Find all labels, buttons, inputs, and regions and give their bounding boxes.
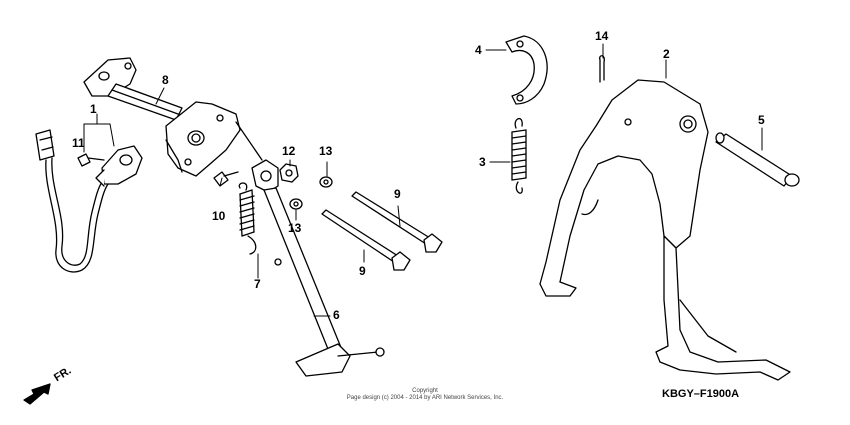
callout-5: 5 xyxy=(758,113,765,127)
part-11-bolt xyxy=(77,153,105,167)
part-13-washer-upper xyxy=(319,176,333,188)
part-1-sidestand-switch xyxy=(35,129,143,273)
part-12-nut xyxy=(279,163,299,183)
part-3-spring xyxy=(511,118,527,194)
part-10-bolt xyxy=(213,171,239,187)
part-5-pivot-pin xyxy=(715,132,800,187)
copyright-line-1: Copyright xyxy=(412,388,438,394)
leader-lines xyxy=(83,43,763,317)
callout-13-upper: 13 xyxy=(319,144,333,158)
callout-8: 8 xyxy=(162,73,169,87)
callout-6: 6 xyxy=(333,308,340,322)
part-4-spring-plate xyxy=(505,35,548,105)
part-2-main-stand xyxy=(539,79,791,381)
part-9-bolt-lower xyxy=(321,209,411,271)
part-7-spring xyxy=(238,182,257,255)
callout-12: 12 xyxy=(282,144,296,158)
figure-code: KBGY–F1900A xyxy=(662,388,740,400)
part-9-bolt-upper xyxy=(351,191,443,253)
callout-2: 2 xyxy=(663,47,670,61)
callout-13-lower: 13 xyxy=(288,221,302,235)
part-13-washer-lower xyxy=(289,198,303,210)
part-14-cotter-pin xyxy=(599,55,605,83)
copyright-notice: Copyright Page design (c) 2004 - 2014 by… xyxy=(0,388,850,402)
front-direction-arrow xyxy=(23,383,51,405)
part-8-pivot-shaft xyxy=(83,57,183,121)
callout-4: 4 xyxy=(475,43,482,57)
callout-9-upper: 9 xyxy=(394,187,401,201)
part-6-side-stand xyxy=(251,159,385,377)
callout-3: 3 xyxy=(479,155,486,169)
copyright-line-2: Page design (c) 2004 - 2014 by ARI Netwo… xyxy=(346,395,504,401)
callout-11: 11 xyxy=(72,136,85,150)
callout-10: 10 xyxy=(212,209,226,223)
callout-7: 7 xyxy=(254,277,261,291)
callout-9-lower: 9 xyxy=(359,264,366,278)
part-8-bracket-plate xyxy=(165,101,263,177)
callout-14: 14 xyxy=(595,29,609,43)
callout-1: 1 xyxy=(90,102,97,116)
